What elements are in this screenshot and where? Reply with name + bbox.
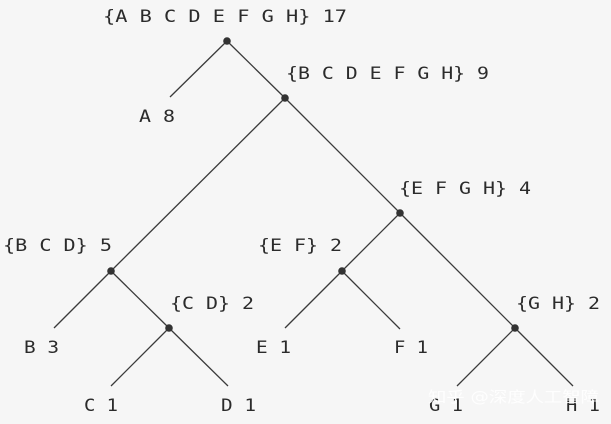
node-label-f: F 1 [394, 338, 428, 358]
node-label-cd: {C D} 2 [170, 294, 254, 314]
node-dot-bcdefgh [281, 94, 289, 102]
node-label-efgh: {E F G H} 4 [399, 179, 531, 199]
node-label-ef: {E F} 2 [258, 236, 342, 256]
node-dot-bcd [107, 267, 115, 275]
edge-ef-e [284, 270, 343, 329]
edge-cd-d [168, 327, 229, 387]
edge-gh-g [456, 327, 516, 387]
edge-efgh-ef [341, 212, 401, 272]
node-dot-efgh [396, 209, 404, 217]
node-label-bcdefgh: {B C D E F G H} 9 [286, 64, 489, 84]
node-label-c: C 1 [84, 396, 118, 416]
edge-root-a [169, 40, 228, 98]
node-label-b: B 3 [24, 338, 59, 358]
node-label-a: A 8 [139, 107, 175, 127]
node-label-e: E 1 [256, 338, 291, 358]
node-dot-cd [165, 324, 173, 332]
node-dot-ef [338, 267, 346, 275]
edge-root-bcdefgh [226, 40, 286, 99]
edge-bcd-b [53, 270, 112, 329]
edge-bcd-cd [110, 270, 170, 329]
node-dot-root [223, 37, 231, 45]
edge-gh-h [514, 327, 574, 387]
edge-cd-c [110, 327, 170, 387]
node-dot-gh [511, 324, 519, 332]
edge-bcdefgh-bcd [110, 97, 286, 272]
node-label-d: D 1 [221, 396, 256, 416]
node-label-gh: {G H} 2 [516, 294, 600, 314]
node-label-g: G 1 [429, 396, 463, 416]
node-label-bcd: {B C D} 5 [3, 236, 112, 256]
edge-ef-f [341, 270, 401, 330]
edge-bcdefgh-efgh [284, 97, 401, 214]
edge-efgh-gh [399, 212, 516, 329]
node-label-root: {A B C D E F G H} 17 [103, 7, 347, 27]
node-label-h: H 1 [566, 396, 600, 416]
watermark: 知乎 @深度人工智障 [428, 388, 599, 406]
